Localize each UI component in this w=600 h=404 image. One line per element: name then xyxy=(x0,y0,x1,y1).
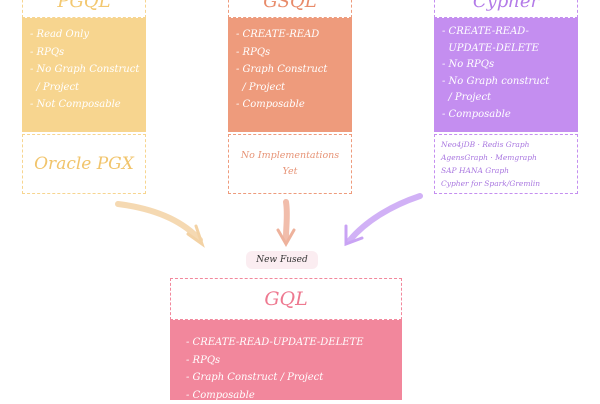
cypher-implementation-line: Neo4jDB · Redis Graph xyxy=(441,138,571,151)
gsql-title-box: GSQL xyxy=(228,0,352,18)
list-item: - No Graph Construct xyxy=(30,61,138,79)
list-item: - Composable xyxy=(236,96,344,114)
list-item: - Not Composable xyxy=(30,96,138,114)
list-item: - CREATE-READ xyxy=(236,26,344,44)
pgql-feature-list: - Read Only - RPQs - No Graph Construct … xyxy=(30,26,138,114)
pgql-title: PGQL xyxy=(57,0,110,12)
gsql-implementations: No Implementations Yet xyxy=(228,134,352,194)
cypher-implementation-line: AgensGraph · Memgraph xyxy=(441,151,571,164)
gsql-feature-list: - CREATE-READ - RPQs - Graph Construct /… xyxy=(236,26,344,114)
pgql-title-box: PGQL xyxy=(22,0,146,18)
pgql-implementations: Oracle PGX xyxy=(22,134,146,194)
gsql-implementation-line: No Implementations xyxy=(241,148,339,164)
arrow-cypher-to-gql xyxy=(350,196,420,240)
list-item: - Composable xyxy=(186,387,402,404)
gsql-title: GSQL xyxy=(263,0,316,12)
list-item: - Read Only xyxy=(30,26,138,44)
gsql-implementation-line: Yet xyxy=(283,164,298,180)
gql-feature-list: - CREATE-READ-UPDATE-DELETE - RPQs - Gra… xyxy=(186,334,402,404)
list-item: - RPQs xyxy=(236,44,344,62)
cypher-title: Cypher xyxy=(473,0,539,12)
list-item: - Composable xyxy=(442,107,570,124)
cypher-implementation-line: SAP HANA Graph xyxy=(441,164,571,177)
arrow-gsql-to-gql xyxy=(286,202,287,238)
cypher-body: - CREATE-READ- UPDATE-DELETE - No RPQs -… xyxy=(434,18,578,132)
list-item: - CREATE-READ-UPDATE-DELETE xyxy=(186,334,402,352)
pgql-implementation: Oracle PGX xyxy=(34,154,134,174)
pgql-body: - Read Only - RPQs - No Graph Construct … xyxy=(22,18,146,132)
list-item: - RPQs xyxy=(30,44,138,62)
list-item: / Project xyxy=(442,90,570,107)
list-item: - Graph Construct / Project xyxy=(186,369,402,387)
gql-body: - CREATE-READ-UPDATE-DELETE - RPQs - Gra… xyxy=(170,320,402,400)
cypher-feature-list: - CREATE-READ- UPDATE-DELETE - No RPQs -… xyxy=(442,24,570,123)
list-item: UPDATE-DELETE xyxy=(442,41,570,58)
gsql-body: - CREATE-READ - RPQs - Graph Construct /… xyxy=(228,18,352,132)
list-item: / Project xyxy=(30,79,138,97)
gql-title: GQL xyxy=(264,288,307,310)
cypher-title-box: Cypher xyxy=(434,0,578,18)
list-item: - Graph Construct xyxy=(236,61,344,79)
new-fused-label: New Fused xyxy=(246,251,318,269)
gql-title-box: GQL xyxy=(170,278,402,320)
list-item: - CREATE-READ- xyxy=(442,24,570,41)
list-item: - RPQs xyxy=(186,352,402,370)
list-item: / Project xyxy=(236,79,344,97)
cypher-implementations: Neo4jDB · Redis Graph AgensGraph · Memgr… xyxy=(434,134,578,194)
list-item: - No RPQs xyxy=(442,57,570,74)
cypher-implementation-line: Cypher for Spark/Gremlin xyxy=(441,177,571,190)
list-item: - No Graph construct xyxy=(442,74,570,91)
